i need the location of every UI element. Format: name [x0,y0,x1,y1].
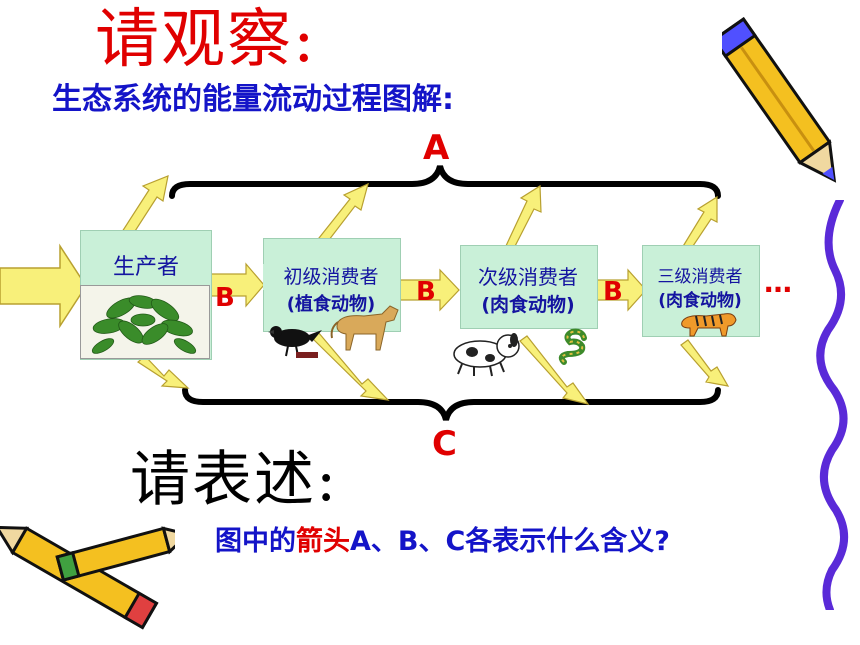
snake-icon [558,328,587,365]
ellipsis: … [764,266,792,299]
up-arrow-4 [681,195,718,253]
label-a: A [423,128,450,168]
primary-consumer-subtitle: (植食动物) [286,294,376,315]
label-b-2: B [416,277,436,307]
label-b-3: B [603,277,623,307]
section-title-describe: 请表述: [130,445,339,515]
down-arrow-2 [310,331,390,401]
brace-c [182,387,721,421]
secondary-consumer-title: 次级消费者 [478,265,578,289]
secondary-consumer-node [460,245,598,329]
down-arrow-3 [519,335,590,405]
up-arrow-3 [504,184,542,253]
question-part-2: 箭头 [296,526,350,557]
b-arrow-1 [209,262,265,308]
pencil-icon-left [0,525,175,630]
page-title: 请观察: [95,3,317,77]
crow-icon [268,326,322,358]
label-c: C [432,424,457,464]
tertiary-consumer-title: 三级消费者 [657,267,743,287]
b-arrow-3 [596,268,647,312]
decorative-squiggle [816,200,849,610]
question-part-1: 图中的 [215,526,296,557]
down-arrow-4 [680,339,730,387]
producer-label: 生产者 [112,255,179,280]
brace-a [169,165,721,199]
b-arrow-2 [398,268,460,312]
pencil-icon [722,17,837,183]
dog-icon [453,333,520,377]
primary-consumer-title: 初级消费者 [263,264,399,290]
tiger-icon [681,313,737,337]
tertiary-consumer-subtitle: (肉食动物) [658,291,742,311]
horse-icon [330,305,399,351]
question-part-4: 各表示什么含义? [465,526,670,557]
diagram-subtitle: 生态系统的能量流动过程图解: [52,82,454,117]
plant-illustration [80,285,210,359]
label-b-1: B [215,283,235,313]
secondary-consumer-subtitle: (肉食动物) [481,294,575,316]
energy-input-arrow [0,243,87,329]
down-arrow-1 [137,355,190,389]
question-part-3: A、B、C [350,526,466,557]
question-text: 图中的箭头A、B、C各表示什么含义? [215,524,670,560]
